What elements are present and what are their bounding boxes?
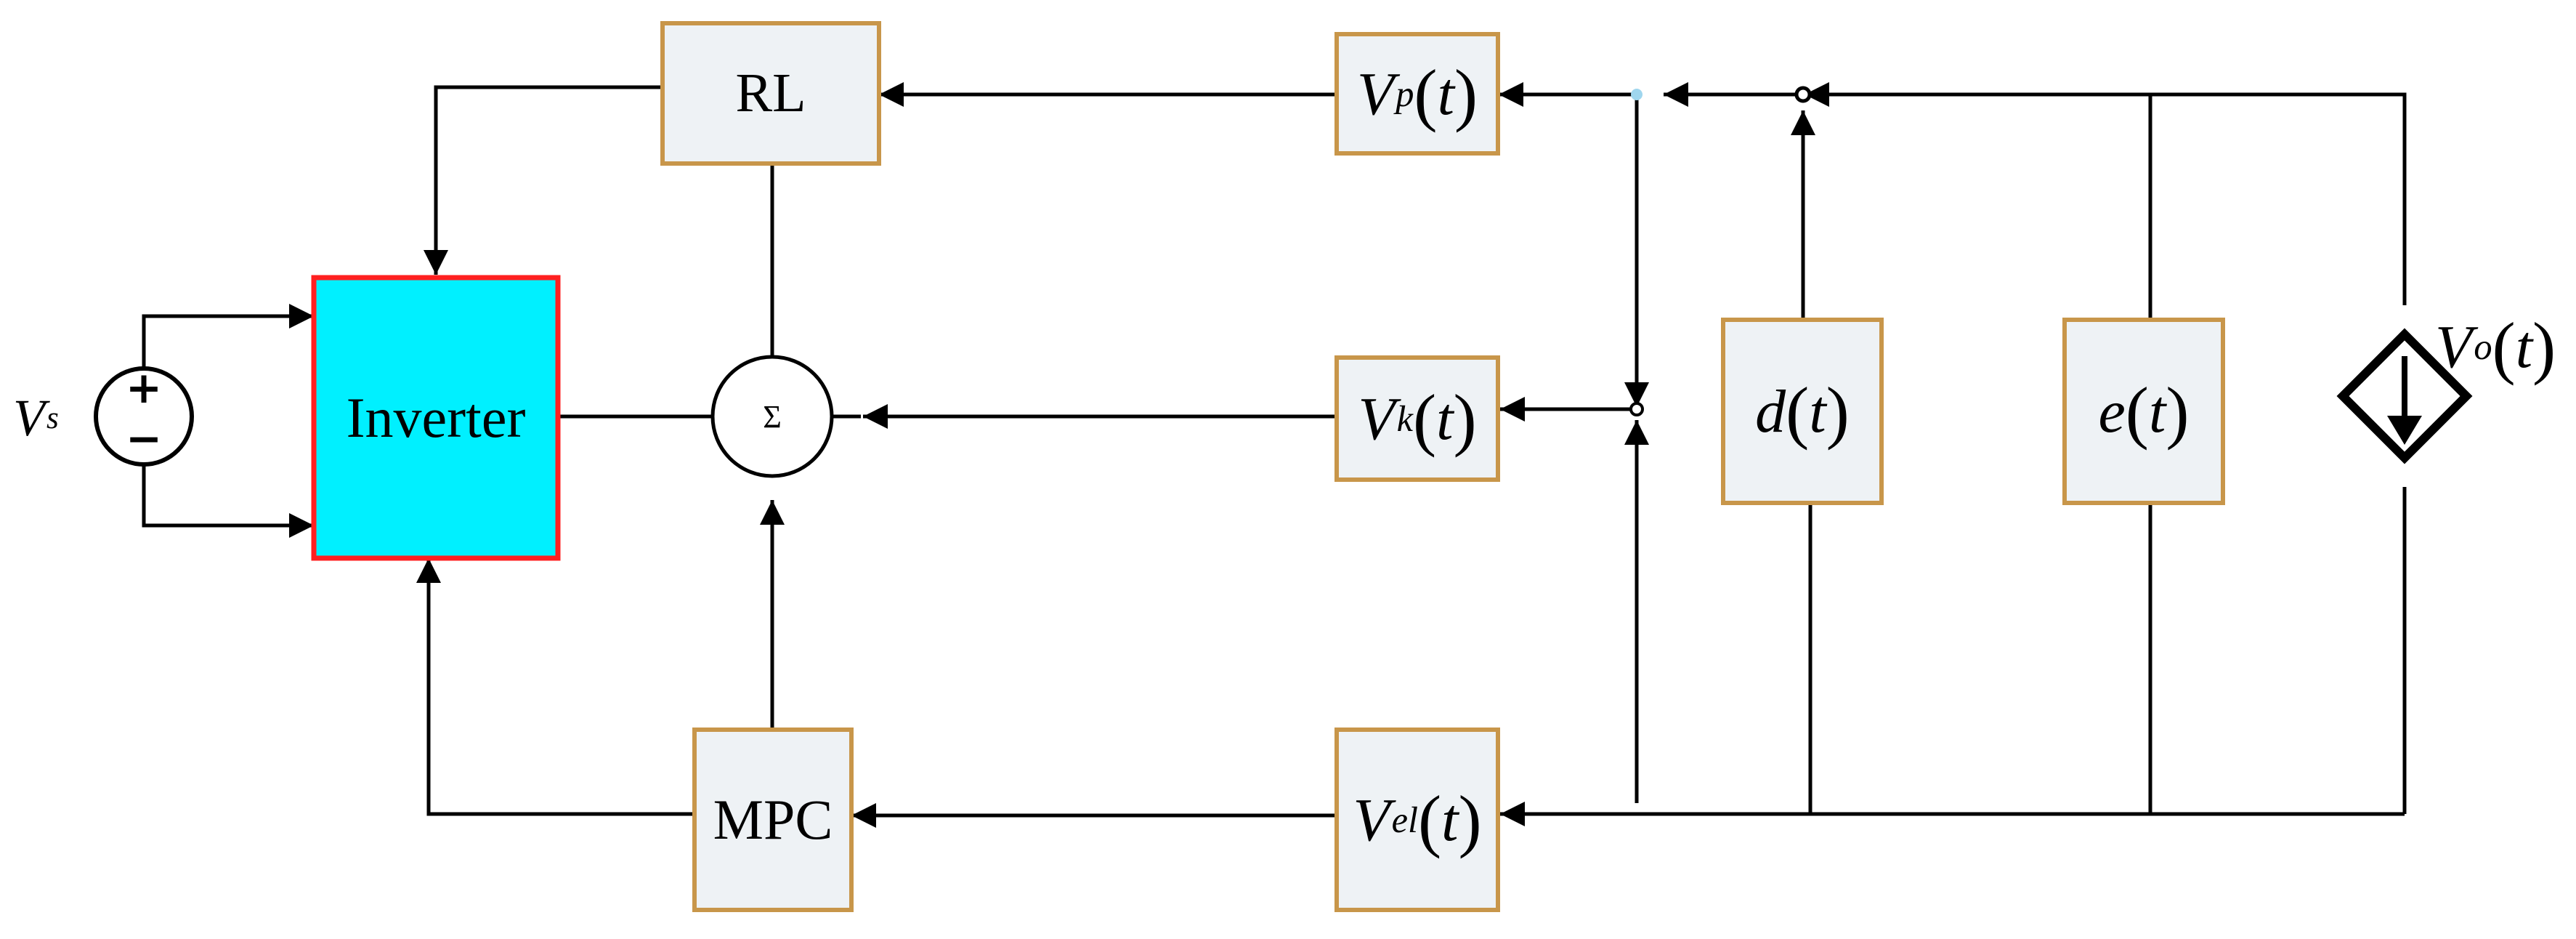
rl-label: RL xyxy=(735,63,806,124)
e-block xyxy=(2062,318,2225,505)
dependent-source-vo xyxy=(2336,328,2473,464)
vs-minus-sign: − xyxy=(125,414,163,464)
vs-plus-sign: + xyxy=(125,363,163,414)
junction-dot-1 xyxy=(1631,89,1643,100)
wires xyxy=(142,82,2407,828)
d-label: d(t) xyxy=(1755,372,1850,451)
vp-block xyxy=(1334,32,1500,156)
sum-junction xyxy=(710,355,834,478)
rl-block xyxy=(660,21,881,166)
d-block xyxy=(1721,318,1884,505)
e-label: e(t) xyxy=(2098,372,2190,451)
wire-mpc-to-inverter xyxy=(416,558,694,816)
wire-rl-to-inverter xyxy=(424,85,663,275)
inverter-block xyxy=(311,275,561,561)
voltage-source-vs xyxy=(94,366,194,467)
vel-block xyxy=(1334,728,1500,912)
vk-block xyxy=(1334,355,1500,482)
wire-vo-top xyxy=(2150,92,2407,305)
mpc-label: MPC xyxy=(713,788,833,851)
sum-symbol: Σ xyxy=(763,398,782,435)
wire-vs-top xyxy=(142,304,314,378)
junction-dot-3 xyxy=(1629,402,1644,416)
junction-dot-2 xyxy=(1794,86,1812,103)
mpc-block xyxy=(692,728,854,912)
inverter-label: Inverter xyxy=(346,386,526,449)
wire-vs-bottom xyxy=(142,454,314,538)
